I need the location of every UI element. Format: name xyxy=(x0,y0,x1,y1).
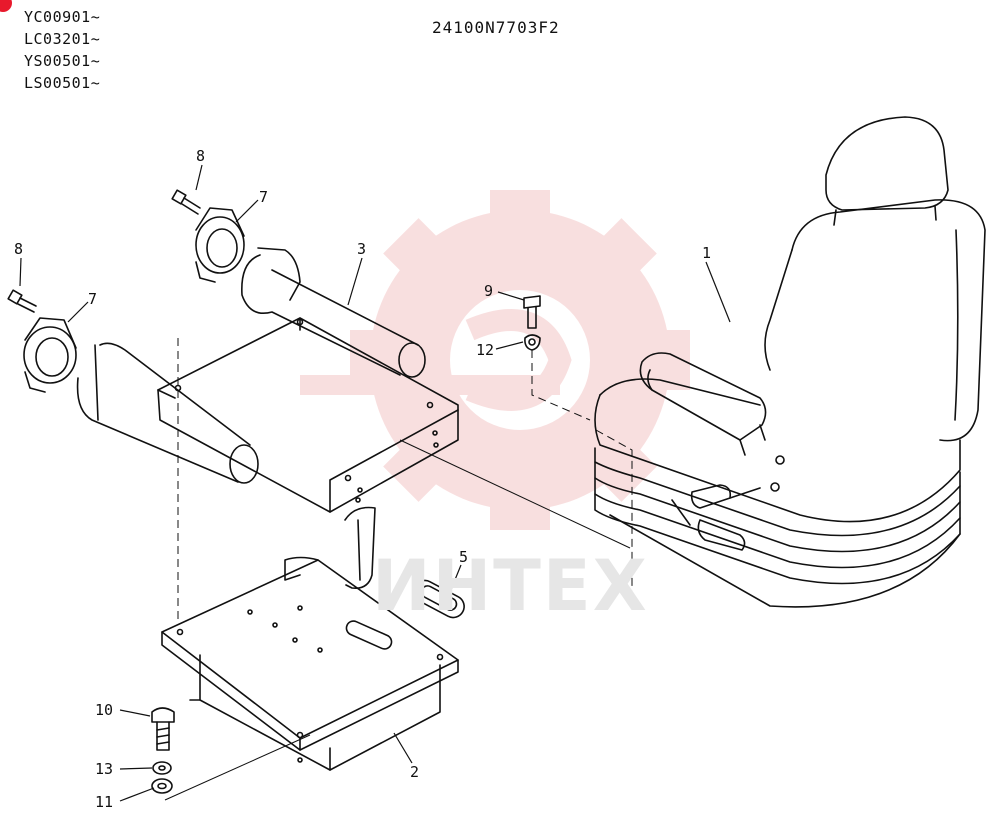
drawing-code: 24100N7703F2 xyxy=(432,18,560,37)
grommet-part xyxy=(413,579,465,619)
seat-part xyxy=(594,116,986,608)
callout-number: 8 xyxy=(14,240,23,258)
flange-part xyxy=(23,317,77,393)
callout-number: 10 xyxy=(95,701,113,719)
serial-number: YC00901~ xyxy=(24,8,101,26)
callout-number: 11 xyxy=(95,793,113,811)
assembly-guide-lines xyxy=(177,338,633,625)
washer-part xyxy=(151,778,173,794)
callout-number: 9 xyxy=(484,282,493,300)
assembly-guide-lines xyxy=(164,439,631,801)
callout-number: 12 xyxy=(476,341,494,359)
washer-part xyxy=(152,761,172,775)
serial-number: LS00501~ xyxy=(24,74,101,92)
callout-leaders xyxy=(19,164,731,802)
serial-number: LC03201~ xyxy=(24,30,101,48)
callout-number: 2 xyxy=(410,763,419,781)
corner-marker xyxy=(0,0,12,12)
callout-number: 7 xyxy=(88,290,97,308)
watermark-text: ИНТЕX xyxy=(372,545,649,627)
serial-number: YS00501~ xyxy=(24,52,101,70)
bolt-part xyxy=(151,707,175,751)
bracket-duct-part xyxy=(76,247,459,590)
callout-number: 13 xyxy=(95,760,113,778)
watermark-gear-logo xyxy=(300,190,690,530)
callout-number: 5 xyxy=(459,548,468,566)
callout-number: 1 xyxy=(702,244,711,262)
base-plate-part xyxy=(161,556,459,771)
seat-bolt-part xyxy=(523,295,541,351)
bolt-part xyxy=(171,189,201,215)
serial-number-list: YC00901~ LC03201~ YS00501~ LS00501~ xyxy=(24,6,100,94)
callout-number: 7 xyxy=(259,188,268,206)
callout-number: 8 xyxy=(196,147,205,165)
flange-part xyxy=(195,207,245,283)
callout-number: 3 xyxy=(357,240,366,258)
bolt-part xyxy=(7,289,37,313)
